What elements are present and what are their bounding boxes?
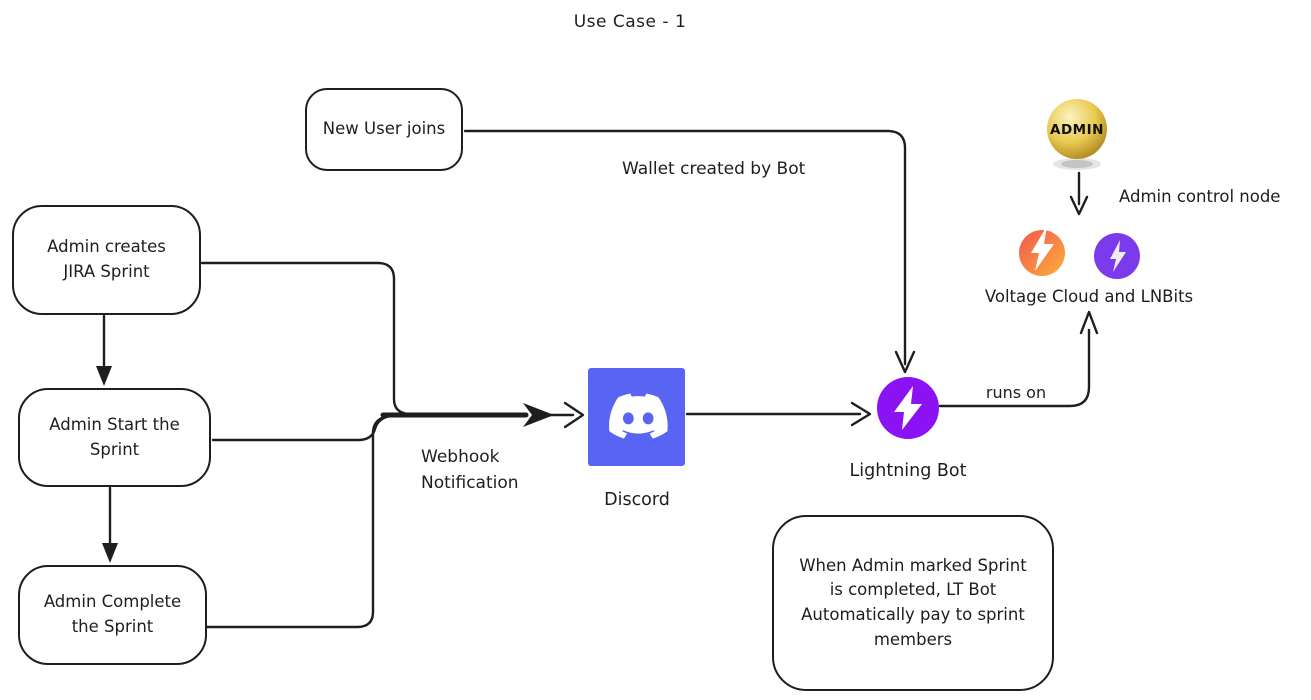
connector-admin-start (211, 414, 393, 442)
connector-admin-creates (200, 261, 411, 416)
node-admin-creates-sprint-label: Admin creates JIRA Sprint (47, 237, 166, 281)
node-note-auto-pay: When Admin marked Sprint is completed, L… (772, 515, 1054, 691)
lnbits-bolt-glyph (1110, 240, 1126, 272)
label-discord: Discord (604, 490, 670, 510)
admin-coin-text: ADMIN (1050, 122, 1104, 138)
discord-icon (588, 368, 685, 466)
label-admin-control-node: Admin control node (1119, 187, 1281, 206)
voltage-cloud-icon (1019, 228, 1065, 276)
arrow-runs-on-head (1079, 310, 1099, 335)
arrow-newuser-to-bot-head (894, 350, 916, 374)
arrow-discord-to-bot-head (850, 401, 872, 427)
lnbits-icon (1094, 233, 1140, 279)
lightning-bot-icon (877, 377, 939, 439)
node-new-user-joins: New User joins (305, 88, 463, 171)
diagram-title: Use Case - 1 (573, 12, 687, 32)
node-admin-start-sprint-label: Admin Start the Sprint (49, 414, 180, 459)
node-admin-creates-sprint: Admin creates JIRA Sprint (12, 205, 201, 315)
arrow-runs-on (938, 328, 1091, 408)
node-note-auto-pay-label: When Admin marked Sprint is completed, L… (799, 555, 1027, 649)
connector-admin-complete (205, 414, 390, 629)
node-admin-complete-sprint: Admin Complete the Sprint (18, 565, 207, 665)
node-new-user-joins-label: New User joins (322, 119, 446, 139)
voltage-bolt-glyph (1031, 228, 1054, 271)
label-voltage-lnbits: Voltage Cloud and LNBits (984, 287, 1194, 306)
arrow-webhook-head (523, 403, 554, 427)
lightning-bolt-glyph (894, 386, 922, 430)
arrow-start-to-complete-head (102, 543, 118, 563)
arrow-newuser-to-bot (463, 129, 907, 366)
node-admin-complete-sprint-label: Admin Complete the Sprint (43, 592, 182, 636)
label-lightning-bot: Lightning Bot (849, 461, 967, 481)
arrow-creates-to-start-head (96, 366, 112, 386)
admin-coin-icon: ADMIN (1047, 99, 1107, 170)
node-admin-start-sprint: Admin Start the Sprint (18, 388, 211, 487)
arrow-webhook-chevron (563, 401, 585, 429)
label-wallet-created: Wallet created by Bot (622, 159, 806, 179)
discord-logo-glyph (609, 393, 668, 439)
label-runs-on: runs on (985, 383, 1047, 402)
label-webhook-notification: Webhook Notification (421, 447, 519, 494)
arrow-admin-control-head (1069, 195, 1089, 216)
